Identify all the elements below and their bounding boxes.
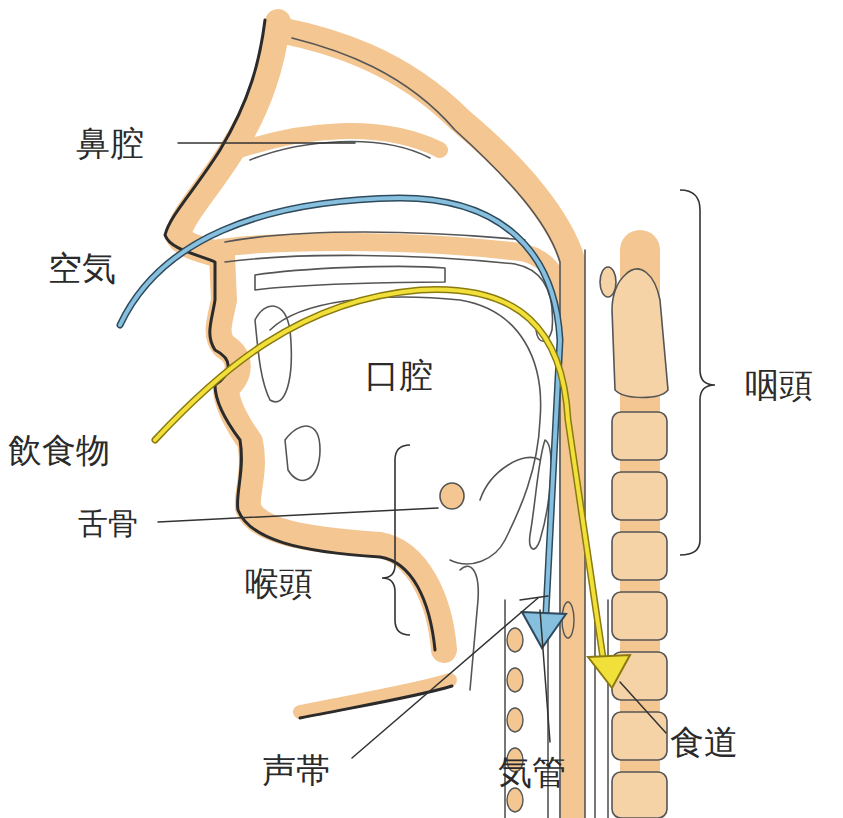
head-outline [165, 20, 452, 718]
head-outline [165, 20, 435, 650]
part-label: 飲食物 [8, 433, 110, 467]
inner-outline [225, 232, 525, 242]
part-label: 口腔 [365, 358, 433, 392]
hyoid-bone [440, 483, 464, 509]
leader-line [352, 598, 538, 758]
leader-line [520, 596, 548, 600]
inner-outline [225, 38, 608, 818]
inner-outline [255, 306, 291, 402]
inner-outline [292, 38, 560, 818]
trachea-rings [507, 668, 523, 692]
inner-outline [460, 566, 478, 690]
inner-outline [607, 600, 609, 818]
food-arrow [155, 289, 603, 658]
inner-outline [285, 426, 320, 480]
vertebrae [600, 267, 668, 818]
part-label: 咽頭 [745, 368, 813, 402]
tissue-band [178, 22, 444, 650]
air-arrow [120, 198, 566, 648]
trachea-rings [562, 602, 574, 638]
vertebrae [612, 269, 668, 397]
part-label: 空気 [48, 251, 116, 285]
inner-outline [270, 297, 541, 564]
trachea-rings [507, 708, 523, 732]
part-label: 気管 [498, 755, 566, 789]
bracket [382, 190, 715, 635]
part-label: 鼻腔 [76, 126, 144, 160]
leader-line [178, 142, 355, 144]
tissue-band [300, 680, 450, 712]
inner-outline [250, 142, 430, 160]
tissue-band [240, 131, 440, 150]
leader-line [158, 143, 666, 758]
vertebrae [612, 592, 667, 640]
vertebrae [612, 772, 667, 818]
part-label: 声帯 [262, 753, 330, 787]
inner-outline [594, 600, 596, 818]
inner-outline [255, 266, 445, 290]
vertebrae [612, 532, 667, 580]
food-arrow [155, 289, 630, 688]
bracket [382, 445, 410, 635]
part-label: 食道 [670, 725, 738, 759]
inner-outline [480, 457, 540, 500]
part-label: 舌骨 [78, 509, 138, 539]
vertebrae [612, 412, 667, 460]
food-arrow [588, 655, 630, 688]
vertebrae [612, 712, 667, 760]
trachea-rings [507, 628, 523, 652]
part-label: 喉頭 [245, 566, 313, 600]
vertebrae [600, 267, 616, 297]
bracket [680, 190, 715, 555]
food-arrow [155, 289, 603, 658]
leader-line [620, 682, 666, 733]
leader-line [158, 508, 438, 522]
trachea-rings [507, 788, 523, 812]
vertebrae [612, 472, 667, 520]
air-arrow [522, 612, 566, 648]
leader-line [540, 610, 550, 742]
